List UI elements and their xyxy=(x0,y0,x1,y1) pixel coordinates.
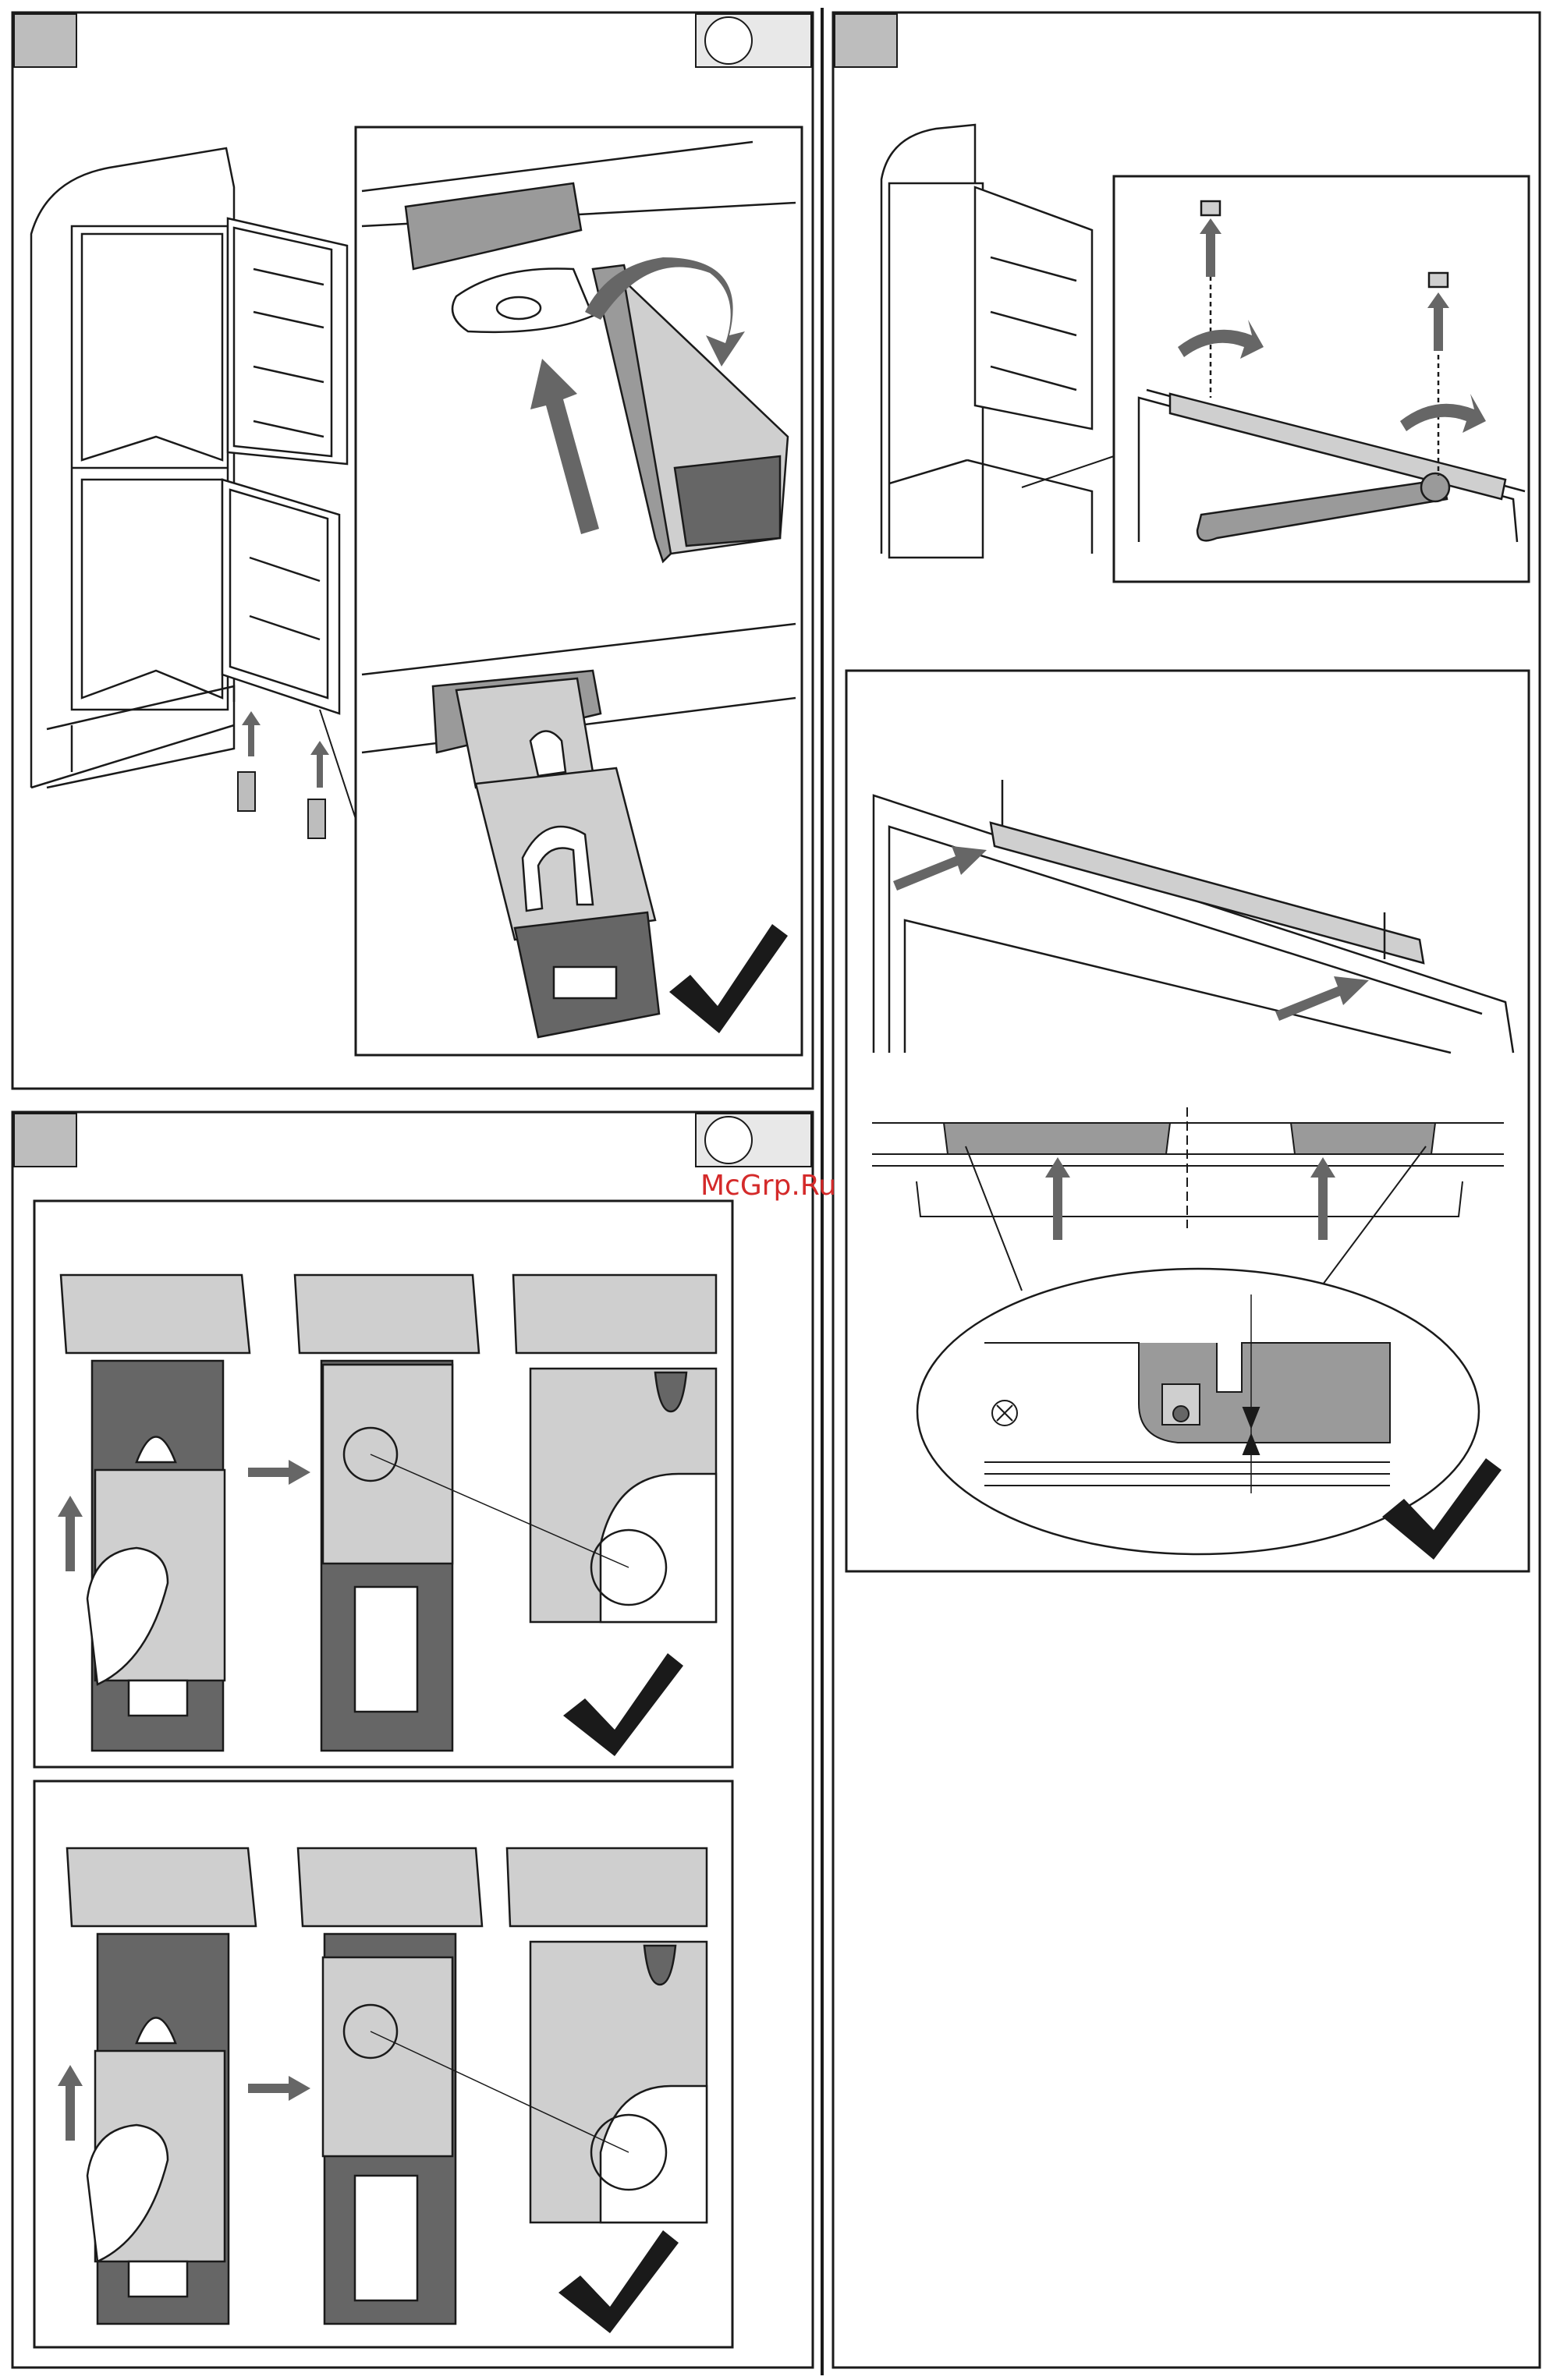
fridge-illustration xyxy=(31,148,347,788)
step-number-box xyxy=(835,14,897,67)
callout-leader-line xyxy=(1022,456,1114,487)
step-number-box xyxy=(14,1114,76,1167)
round-badge xyxy=(696,1114,811,1167)
watermark: McGrp.Ru xyxy=(700,1170,875,1213)
hinge-part-illustration xyxy=(238,772,325,838)
fridge-top-illustration xyxy=(881,125,1092,558)
step-number-box xyxy=(14,14,76,67)
round-badge xyxy=(696,14,811,67)
